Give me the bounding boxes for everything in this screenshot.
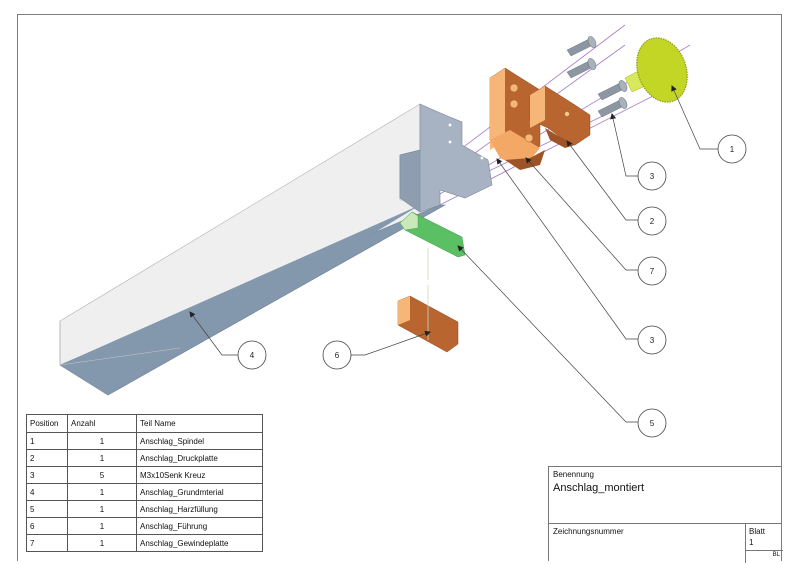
bl-label: BL — [772, 552, 780, 558]
blatt-cell: Blatt 1 BL — [745, 524, 783, 563]
cell-qty: 5 — [67, 466, 137, 484]
parts-list-header-row: Position Anzahl Teil Name — [26, 414, 263, 433]
part-3-screws — [566, 36, 628, 118]
cell-name: Anschlag_Harzfüllung — [136, 500, 263, 518]
blatt-label: Blatt — [749, 527, 766, 536]
spindel-knob — [636, 37, 688, 103]
part-1-spindel — [624, 37, 688, 103]
leader-3-bottom — [496, 158, 638, 340]
blatt-count-cell: BL — [746, 550, 783, 564]
balloon-3-top[interactable]: 3 — [637, 161, 667, 191]
screw — [566, 36, 597, 57]
beam-edge — [59, 347, 181, 366]
plate-hole — [509, 83, 519, 93]
benennung-label: Benennung — [553, 470, 594, 479]
screw — [597, 80, 628, 101]
blatt-value: 1 — [749, 538, 754, 547]
cell-position: 1 — [26, 432, 68, 450]
cell-name: Anschlag_Gewindeplatte — [136, 534, 263, 552]
balloon-label: 3 — [650, 172, 655, 181]
cell-position: 3 — [26, 466, 68, 484]
balloon-5[interactable]: 5 — [637, 408, 667, 438]
cell-name: Anschlag_Führung — [136, 517, 263, 535]
leader-7 — [525, 157, 638, 271]
cell-qty: 1 — [67, 534, 137, 552]
screw — [597, 97, 628, 118]
balloon-7[interactable]: 7 — [637, 256, 667, 286]
leader-4 — [189, 311, 238, 356]
beam-hole — [448, 123, 452, 127]
balloon-1[interactable]: 1 — [717, 134, 747, 164]
leader-5 — [457, 245, 638, 423]
benennung-value: Anschlag_montiert — [553, 482, 645, 494]
table-row: 1 1 Anschlag_Spindel — [26, 432, 263, 450]
header-position: Position — [26, 414, 68, 433]
cell-position: 5 — [26, 500, 68, 518]
cell-name: Anschlag_Druckplatte — [136, 449, 263, 467]
header-teil-name: Teil Name — [136, 414, 263, 433]
beam-side-fill — [60, 205, 420, 395]
beam-notch — [399, 149, 421, 213]
zeichnungsnummer-label: Zeichnungsnummer — [553, 527, 624, 536]
leader-6 — [351, 330, 431, 356]
fuehrung-side — [398, 296, 410, 325]
cell-qty: 1 — [67, 449, 137, 467]
beam-hole — [448, 140, 452, 144]
part-4-beam — [59, 103, 493, 396]
beam-hole — [480, 140, 484, 144]
balloon-label: 1 — [730, 145, 735, 154]
druckplatte-hole — [564, 111, 570, 117]
cell-name: M3x10Senk Kreuz — [136, 466, 263, 484]
table-row: 3 5 M3x10Senk Kreuz — [26, 466, 263, 484]
cell-name: Anschlag_Spindel — [136, 432, 263, 450]
drawing-frame — [17, 14, 782, 561]
cell-position: 2 — [26, 449, 68, 467]
table-row: 6 1 Anschlag_Führung — [26, 517, 263, 535]
cell-position: 7 — [26, 534, 68, 552]
balloon-label: 6 — [335, 351, 340, 360]
balloon-label: 2 — [650, 217, 655, 226]
header-anzahl: Anzahl — [67, 414, 137, 433]
plate-hole — [509, 99, 519, 109]
balloon-label: 3 — [650, 336, 655, 345]
leader-lines — [189, 85, 718, 423]
balloon-label: 7 — [650, 267, 655, 276]
plate-bottom-curve — [490, 130, 540, 165]
plate-hole — [524, 133, 534, 143]
balloon-3-bottom[interactable]: 3 — [637, 325, 667, 355]
title-block: Benennung Anschlag_montiert Zeichnungsnu… — [548, 466, 783, 563]
title-block-lower-row: Zeichnungsnummer Blatt 1 BL — [549, 523, 783, 563]
table-row: 5 1 Anschlag_Harzfüllung — [26, 500, 263, 518]
balloon-6[interactable]: 6 — [322, 340, 352, 370]
plate-shadow — [505, 150, 545, 170]
screw — [566, 58, 597, 79]
cell-qty: 1 — [67, 517, 137, 535]
leader-1 — [671, 85, 718, 150]
beam-hole — [480, 156, 484, 160]
balloon-2[interactable]: 2 — [637, 206, 667, 236]
table-row: 4 1 Anschlag_Grundmterial — [26, 483, 263, 501]
leader-2 — [566, 140, 638, 221]
balloon-label: 4 — [250, 351, 255, 360]
part-7-gewindeplatte — [489, 67, 545, 170]
balloons: 1 3 2 7 3 4 6 — [237, 134, 747, 438]
plate-side — [490, 68, 505, 150]
leader-3-top — [610, 113, 638, 177]
cell-position: 6 — [26, 517, 68, 535]
part-6-fuehrung — [397, 285, 459, 353]
cell-position: 4 — [26, 483, 68, 501]
harz-end — [399, 211, 419, 231]
table-row: 2 1 Anschlag_Druckplatte — [26, 449, 263, 467]
parts-list-table: Position Anzahl Teil Name 1 1 Anschlag_S… — [26, 414, 263, 552]
cell-qty: 1 — [67, 432, 137, 450]
balloon-label: 5 — [650, 419, 655, 428]
cell-qty: 1 — [67, 483, 137, 501]
cell-name: Anschlag_Grundmterial — [136, 483, 263, 501]
balloon-4[interactable]: 4 — [237, 340, 267, 370]
part-5-harzfuellung — [399, 211, 466, 280]
cell-qty: 1 — [67, 500, 137, 518]
druckplatte-side — [530, 86, 545, 128]
table-row: 7 1 Anschlag_Gewindeplatte — [26, 534, 263, 552]
